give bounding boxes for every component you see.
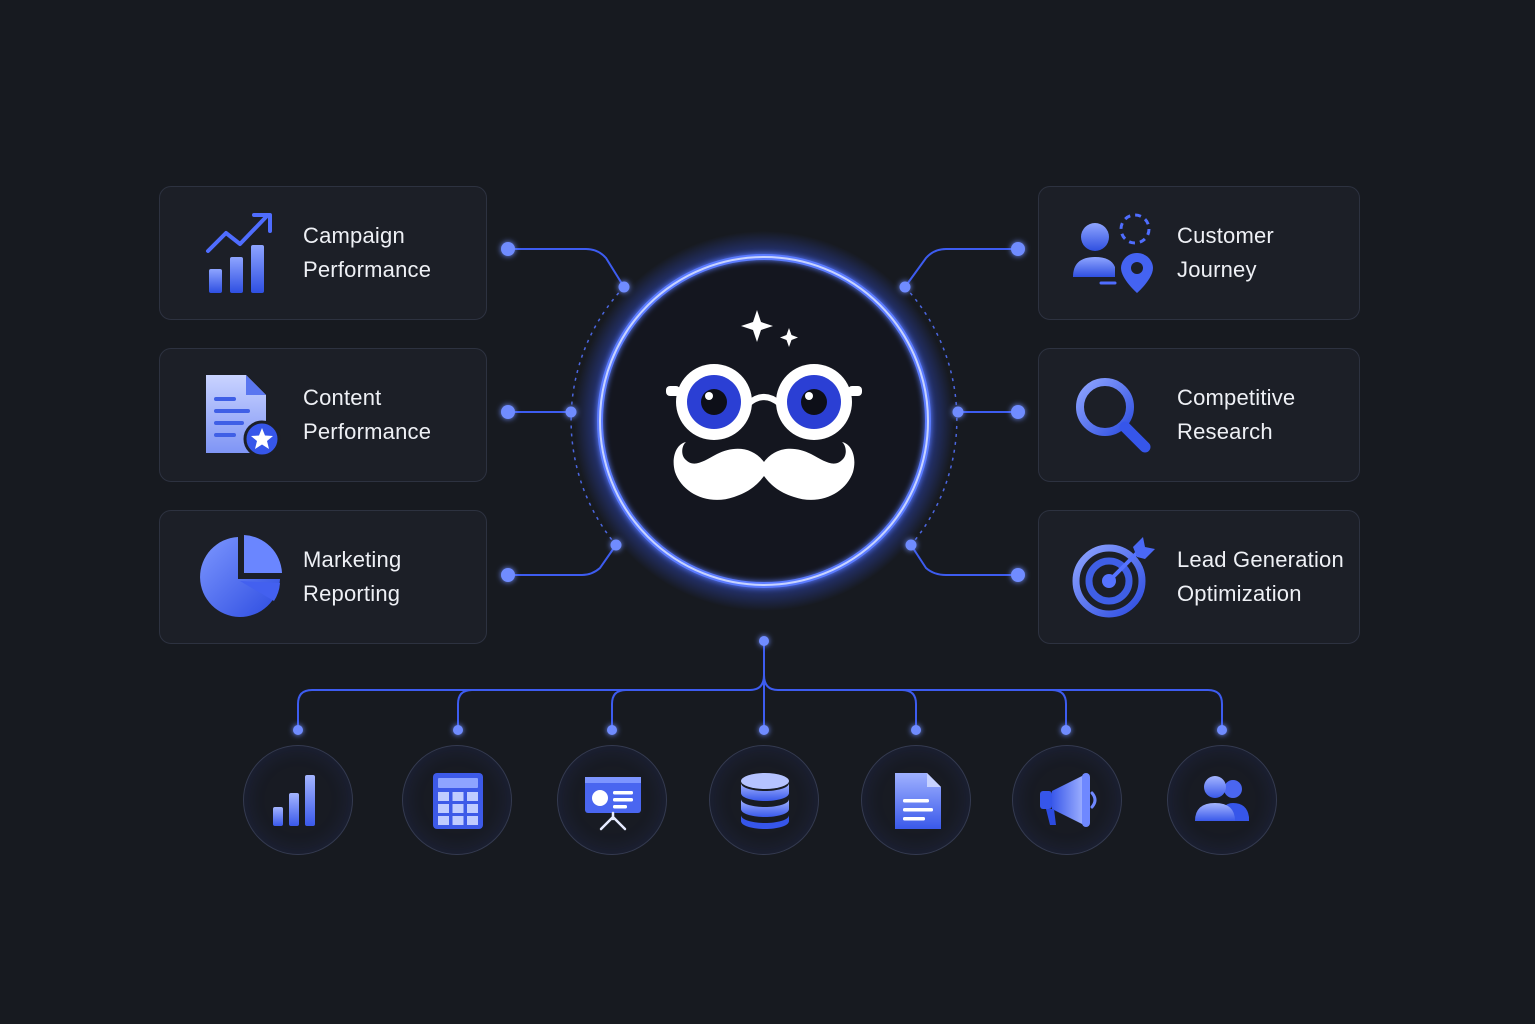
capability-card-competitive-research[interactable]: Competitive Research [1038,348,1360,482]
capability-card-customer-journey[interactable]: Customer Journey [1038,186,1360,320]
right-connectors [904,248,1018,576]
card-label-line2: Performance [303,257,432,282]
card-label-line2: Performance [303,419,432,444]
card-label-line1: Customer [1177,223,1274,248]
tool-presentation[interactable] [557,745,667,855]
card-label-line1: Content [303,385,382,410]
capability-card-marketing-reporting[interactable]: Marketing Reporting [159,510,487,644]
left-connectors [508,248,625,576]
tool-spreadsheet[interactable] [402,745,512,855]
card-label-line2: Reporting [303,581,401,606]
target-icon [1071,535,1155,619]
tool-campaigns[interactable] [1012,745,1122,855]
card-label-line1: Marketing [303,547,402,572]
document-star-icon [200,373,284,458]
mascot-glasses-mustache-icon [666,310,862,500]
right-dashed-arc [904,286,958,546]
tool-tree-connectors [297,641,1223,730]
magnifier-icon [1071,373,1155,457]
spreadsheet-icon [433,773,483,829]
capability-card-content-performance[interactable]: Content Performance [159,348,487,482]
trending-chart-icon [200,211,284,295]
bar-chart-icon [273,775,315,826]
pie-chart-icon [200,535,284,619]
users-icon [1195,776,1249,821]
tool-analytics[interactable] [243,745,353,855]
tool-team[interactable] [1167,745,1277,855]
tool-document[interactable] [861,745,971,855]
capability-card-lead-generation-optimization[interactable]: Lead Generation Optimization [1038,510,1360,644]
card-label-line2: Optimization [1177,581,1302,606]
card-label-line1: Lead Generation [1177,547,1344,572]
card-label-line2: Journey [1177,257,1257,282]
hub [574,231,954,611]
card-label-line1: Campaign [303,223,405,248]
database-icon [741,773,789,829]
tool-database[interactable] [709,745,819,855]
capability-card-campaign-performance[interactable]: Campaign Performance [159,186,487,320]
card-label-line1: Competitive [1177,385,1296,410]
left-dashed-arc [570,286,625,546]
megaphone-icon [1040,773,1097,827]
card-label-line2: Research [1177,419,1273,444]
user-location-icon [1071,211,1155,295]
document-icon [895,773,941,829]
presentation-icon [585,777,641,831]
